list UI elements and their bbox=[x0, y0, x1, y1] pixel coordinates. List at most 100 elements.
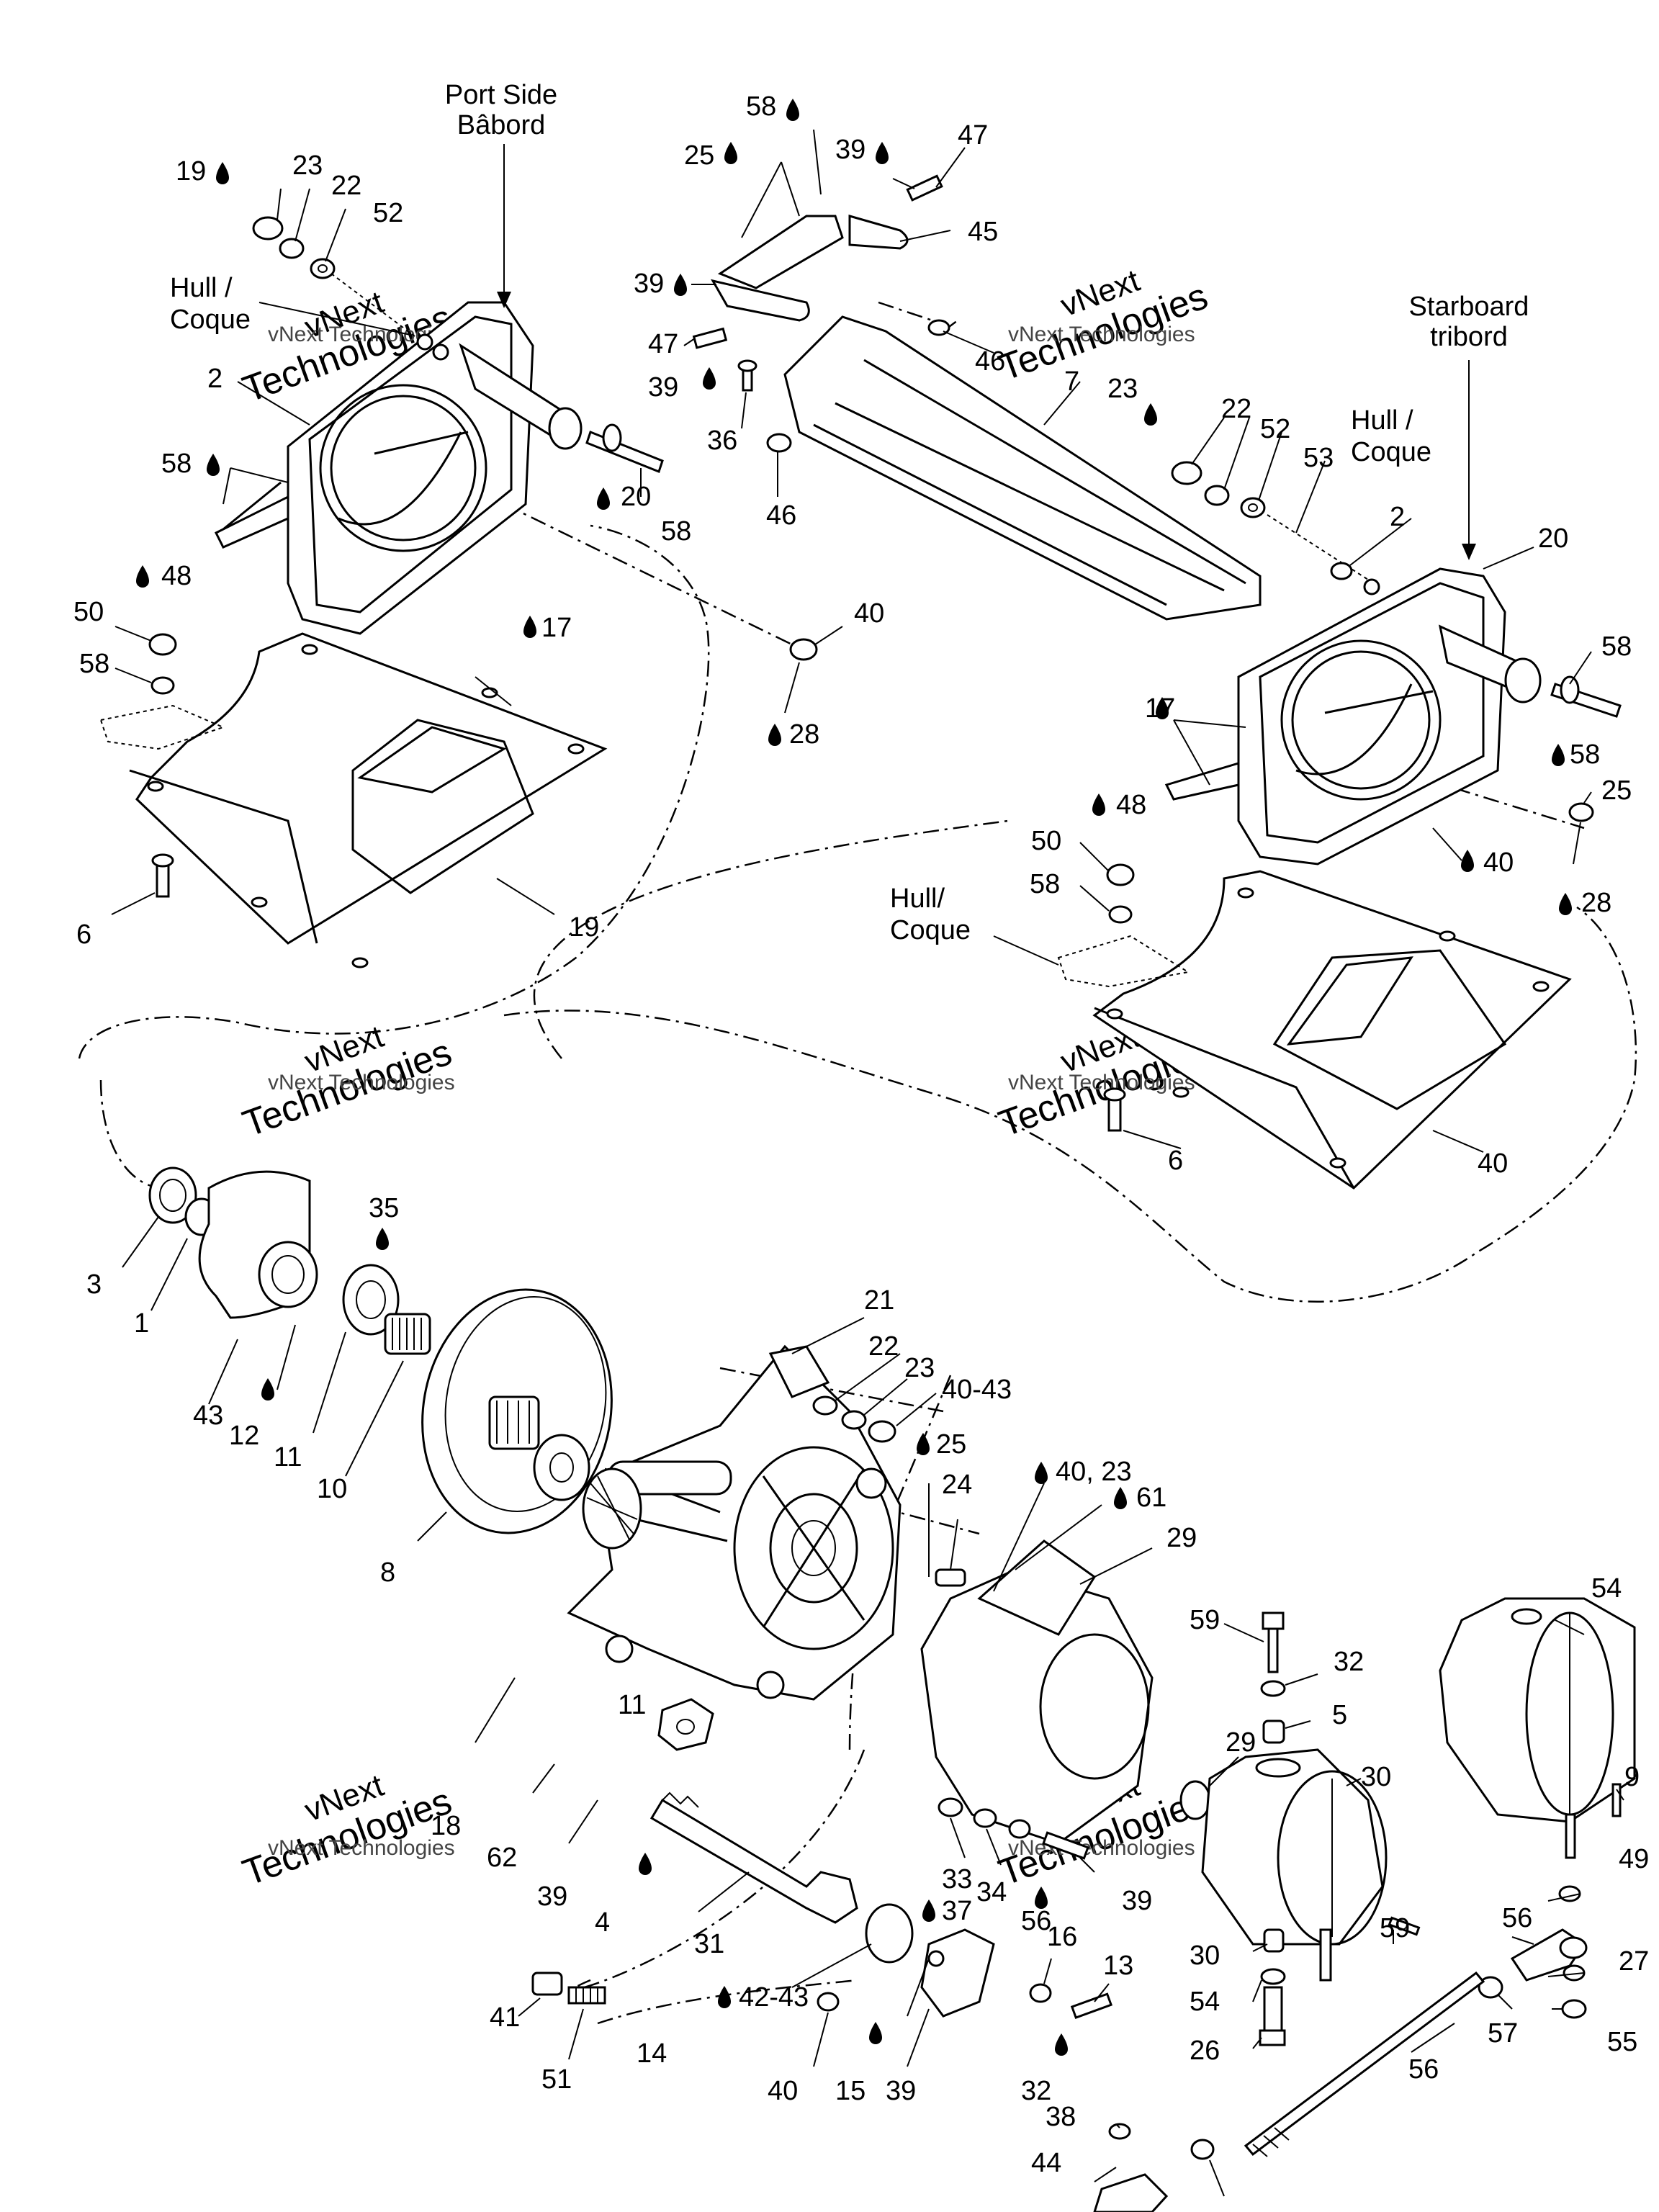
callout: 56 bbox=[1408, 2054, 1439, 2085]
callout: 58 bbox=[746, 91, 776, 122]
washer-31 bbox=[938, 1797, 963, 1817]
bolt-54-bottom bbox=[1263, 1986, 1283, 2032]
callout: 19 bbox=[176, 156, 206, 186]
bolt-26 bbox=[531, 1972, 563, 1996]
washer-21 bbox=[812, 1395, 838, 1416]
port-side-label: Port Side bbox=[445, 80, 557, 110]
leader-lines bbox=[111, 129, 1624, 2197]
callout: 39 bbox=[537, 1881, 567, 1912]
nut-46-left bbox=[766, 433, 792, 453]
callout: 59 bbox=[1380, 1913, 1410, 1943]
oil-drop-icon bbox=[1156, 697, 1169, 719]
callout: 52 bbox=[1260, 414, 1290, 444]
callout: 33 bbox=[942, 1864, 972, 1894]
washer-23-left bbox=[279, 238, 305, 259]
callout: 41 bbox=[490, 2002, 520, 2033]
callout: 18 bbox=[431, 1811, 461, 1841]
callout: 36 bbox=[707, 426, 737, 456]
callout: 11 bbox=[618, 1690, 646, 1720]
callout: 52 bbox=[373, 198, 403, 228]
callout: 3 bbox=[86, 1269, 102, 1300]
hull-label-right: Hull / bbox=[1351, 405, 1413, 436]
callout: 13 bbox=[1103, 1951, 1133, 1981]
callout: 58 bbox=[161, 449, 192, 479]
oil-drop-icon bbox=[724, 142, 737, 164]
washer-59-bottom bbox=[1260, 1968, 1286, 1985]
bracket-45 bbox=[717, 215, 844, 289]
washer-53 bbox=[1330, 562, 1353, 580]
washer-59-top bbox=[1260, 1680, 1286, 1697]
oil-drop-icon bbox=[703, 367, 716, 390]
callout: 49 bbox=[1619, 1844, 1649, 1874]
washer-56-bottom bbox=[1108, 2123, 1131, 2140]
starboard-housing-assembly bbox=[1164, 461, 1622, 866]
callout: 35 bbox=[369, 1193, 399, 1223]
callout: 28 bbox=[789, 719, 819, 750]
bolt-47-mid bbox=[692, 327, 728, 349]
callout: 58 bbox=[79, 649, 109, 679]
nozzle-24 bbox=[920, 1539, 1154, 1860]
hull-label-mid-fr: Coque bbox=[890, 915, 971, 945]
callout: 17 bbox=[541, 613, 572, 643]
callout: 23 bbox=[904, 1353, 935, 1383]
oil-drop-icon bbox=[639, 1853, 652, 1875]
callout: 23 bbox=[1107, 374, 1138, 404]
bolt-16 bbox=[1070, 1992, 1113, 2019]
callout: 40, 23 bbox=[1056, 1457, 1132, 1487]
bearing-11-rear bbox=[488, 1395, 540, 1450]
callout: 1 bbox=[134, 1308, 149, 1339]
callout: 6 bbox=[1168, 1146, 1183, 1176]
hull-label-mid: Hull/ bbox=[890, 884, 945, 914]
callout: 20 bbox=[621, 482, 651, 512]
oil-drop-icon bbox=[1035, 1887, 1048, 1909]
callout: 62 bbox=[487, 1843, 517, 1873]
oil-drop-icon bbox=[261, 1378, 274, 1401]
callout: 40 bbox=[768, 2076, 798, 2106]
callout: 58 bbox=[1570, 739, 1600, 770]
callout: 59 bbox=[1190, 1605, 1220, 1635]
callout: 32 bbox=[1334, 1647, 1364, 1677]
pump-housing-8 bbox=[567, 1344, 902, 1751]
spring-41 bbox=[567, 1986, 606, 2005]
callout: 22 bbox=[868, 1331, 899, 1362]
oil-drop-icon bbox=[136, 565, 149, 588]
callout: 10 bbox=[317, 1474, 347, 1504]
callout: 47 bbox=[958, 120, 988, 150]
cap-9 bbox=[657, 1698, 714, 1751]
callout: 7 bbox=[1064, 367, 1079, 397]
orientation-labels: Port Side Bâbord Starboard tribord Hull … bbox=[170, 80, 1529, 945]
callout: 22 bbox=[1221, 394, 1251, 424]
callout: 29 bbox=[1166, 1523, 1197, 1553]
callout: 46 bbox=[975, 346, 1005, 377]
callout: 51 bbox=[541, 2064, 572, 2095]
callout: 31 bbox=[694, 1929, 724, 1959]
callout: 19 bbox=[569, 912, 599, 943]
oil-drop-icon bbox=[917, 1433, 930, 1455]
port-side-label-fr: Bâbord bbox=[457, 110, 546, 140]
starboard-label-fr: tribord bbox=[1430, 322, 1508, 352]
callout: 23 bbox=[292, 150, 323, 181]
oil-drop-icon bbox=[1035, 1462, 1048, 1484]
callout: 50 bbox=[73, 597, 104, 627]
steering-parts bbox=[1093, 1597, 1636, 2212]
oil-drop-icon bbox=[718, 1986, 731, 2008]
callout: 2 bbox=[1390, 502, 1405, 532]
shaft-parts bbox=[488, 1395, 1113, 2019]
callout: 2 bbox=[207, 364, 222, 394]
washer-17-center bbox=[789, 638, 818, 661]
svg-text:vNext Technologies: vNext Technologies bbox=[268, 1071, 455, 1094]
callout: 53 bbox=[1303, 443, 1334, 473]
callout: 26 bbox=[1190, 2036, 1220, 2066]
callout: 56 bbox=[1021, 1906, 1051, 1936]
callout: 9 bbox=[1624, 1762, 1640, 1792]
oil-drop-icon bbox=[786, 99, 799, 121]
callout: 16 bbox=[1047, 1922, 1077, 1952]
callout: 40 bbox=[854, 598, 884, 629]
nut-44 bbox=[1190, 2139, 1215, 2160]
screw-61 bbox=[935, 1568, 966, 1587]
washer-37 bbox=[1029, 1983, 1052, 2003]
screw-14 bbox=[817, 1992, 840, 2012]
bolt-34 bbox=[1042, 1831, 1089, 1860]
callout: 39 bbox=[886, 2076, 916, 2106]
nut-51 bbox=[1478, 1976, 1503, 1999]
